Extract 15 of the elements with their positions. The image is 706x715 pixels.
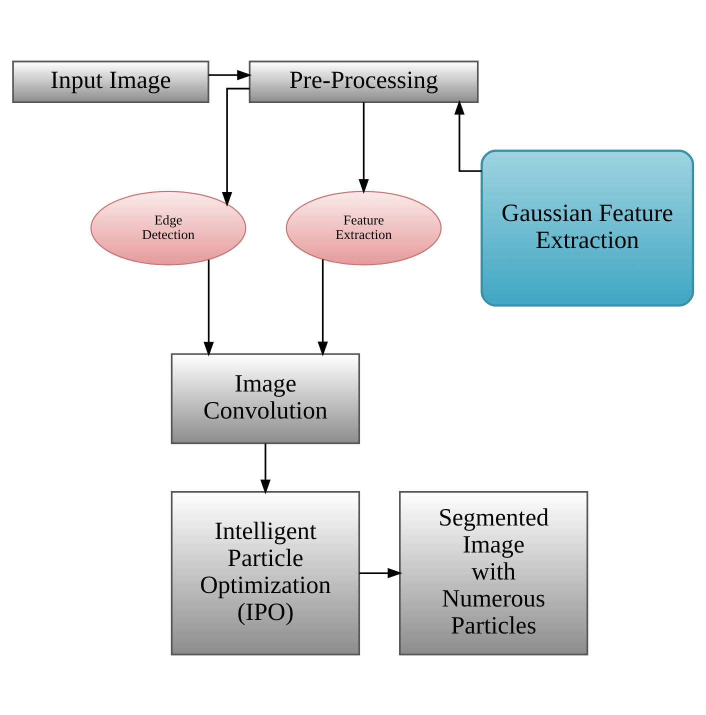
- node-box: Pre-Processing: [248, 60, 479, 103]
- arrow: [359, 568, 402, 578]
- node-box: Image Convolution: [170, 352, 360, 444]
- arrow: [260, 443, 271, 494]
- arrow: [222, 87, 250, 206]
- node-box: Intelligent Particle Optimization (IPO): [170, 490, 360, 655]
- arrow: [318, 258, 328, 356]
- node-box: Segmented Image with Numerous Particles: [399, 490, 588, 655]
- arrow: [208, 69, 252, 80]
- node-box: Gaussian Feature Extraction: [480, 149, 694, 306]
- arrow: [358, 102, 369, 194]
- node-box: Input Image: [12, 60, 210, 103]
- arrow: [454, 99, 482, 172]
- node-ellipse: Feature Extraction: [286, 190, 442, 265]
- arrow: [204, 259, 214, 356]
